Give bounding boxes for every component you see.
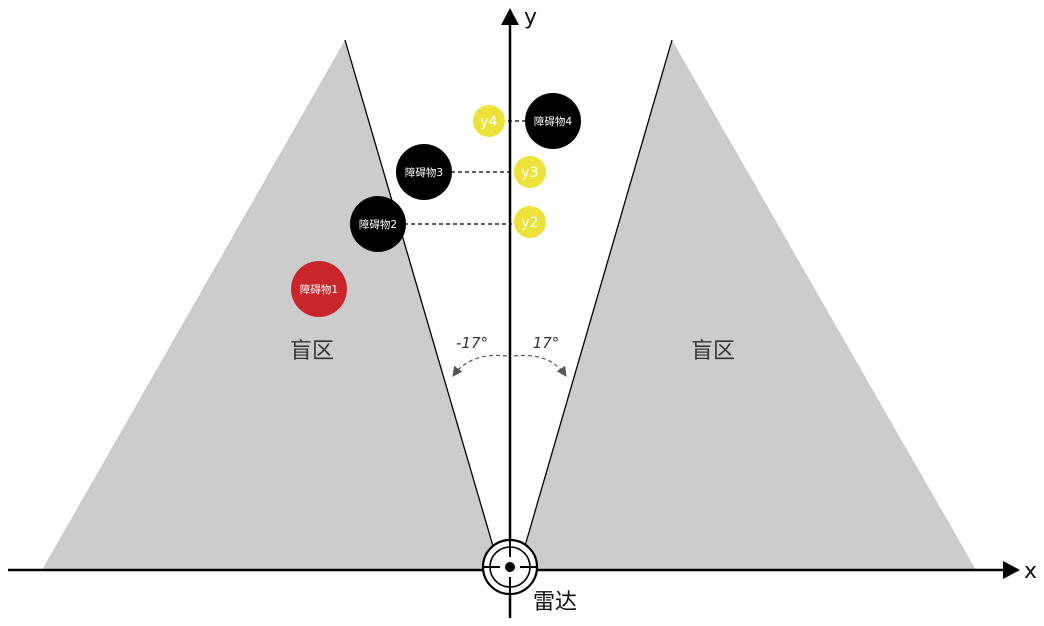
y-marker-2-circle bbox=[514, 206, 546, 238]
angle-label-right: 17° bbox=[533, 334, 560, 352]
y-marker-2-label: y2 bbox=[521, 215, 538, 231]
blind-zone-right bbox=[518, 40, 976, 570]
angle-label-left: -17° bbox=[456, 334, 488, 352]
obstacle-3-marker bbox=[396, 144, 452, 200]
y-marker-3-circle bbox=[514, 156, 546, 188]
y-axis-label: y bbox=[524, 5, 537, 30]
radar-label: 雷达 bbox=[533, 590, 577, 615]
y-marker-2: y2 bbox=[514, 206, 546, 238]
obstacle-4-marker bbox=[525, 93, 581, 149]
y-marker-4-circle bbox=[473, 105, 505, 137]
obstacle-3-label: 障碍物3 bbox=[405, 166, 443, 179]
blind-zone-label-left: 盲区 bbox=[290, 339, 334, 364]
obstacle-4: 障碍物4 bbox=[525, 93, 581, 149]
detection-boundary-left bbox=[344, 39, 501, 571]
y-axis-arrow bbox=[501, 8, 519, 25]
obstacle-1: 障碍物1 bbox=[291, 261, 347, 317]
angle-arc-right bbox=[513, 354, 567, 377]
blind-zone-left bbox=[42, 40, 500, 570]
obstacle-2-marker bbox=[350, 196, 406, 252]
y-marker-3: y3 bbox=[514, 156, 546, 188]
detection-boundary-right bbox=[517, 39, 673, 571]
obstacle-1-label: 障碍物1 bbox=[300, 283, 338, 296]
x-axis-label: x bbox=[1024, 559, 1037, 584]
y-marker-4-label: y4 bbox=[480, 114, 497, 130]
blind-zone-label-right: 盲区 bbox=[691, 339, 735, 364]
y-marker-4: y4 bbox=[473, 105, 505, 137]
obstacle-2-label: 障碍物2 bbox=[359, 218, 397, 231]
x-axis-arrow bbox=[1003, 561, 1020, 579]
radar-icon bbox=[481, 538, 539, 596]
obstacle-1-marker bbox=[291, 261, 347, 317]
y-marker-3-label: y3 bbox=[521, 165, 538, 181]
obstacle-3: 障碍物3 bbox=[396, 144, 452, 200]
angle-arc-left bbox=[452, 354, 508, 377]
obstacle-4-label: 障碍物4 bbox=[534, 115, 572, 128]
obstacle-2: 障碍物2 bbox=[350, 196, 406, 252]
